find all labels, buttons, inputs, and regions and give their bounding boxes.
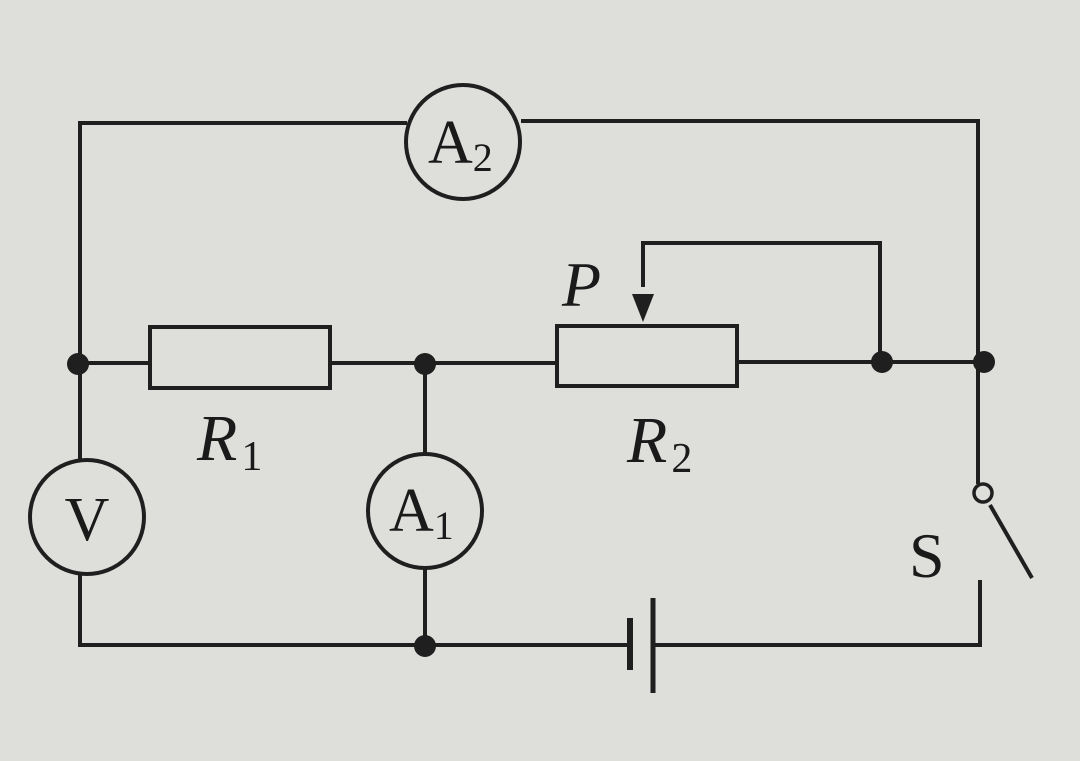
node-slider-end [871, 351, 893, 373]
label-s: S [909, 520, 945, 591]
label-a1-main: A [389, 477, 434, 545]
slider-arrow [632, 294, 654, 322]
switch-contact [972, 482, 994, 504]
switch-s [972, 482, 1034, 579]
node-left-mid [67, 353, 89, 375]
battery [627, 598, 656, 693]
label-a2-main: A [428, 109, 473, 177]
label-r2: R2 [626, 404, 692, 482]
wire-slider [641, 241, 882, 364]
label-v: V [65, 486, 110, 554]
wires [78, 119, 986, 647]
ammeter-a2-circle [404, 83, 522, 201]
switch-lever [988, 504, 1034, 579]
label-a1: A1 [389, 477, 454, 548]
node-center-mid [414, 353, 436, 375]
label-a2-sub: 2 [473, 135, 493, 180]
resistor-r1 [148, 325, 332, 390]
label-p: P [561, 249, 601, 320]
ammeter-a1-circle [366, 452, 484, 570]
label-r1-sub: 1 [241, 434, 262, 480]
rheostat-r2 [555, 324, 739, 388]
label-a2: A2 [428, 109, 493, 180]
junctions [67, 351, 995, 657]
node-right-mid [973, 351, 995, 373]
label-r2-main: R [626, 404, 667, 477]
label-r1-main: R [196, 402, 237, 475]
voltmeter-v-circle [28, 458, 146, 576]
label-r1: R1 [196, 402, 262, 480]
label-a1-sub: 1 [434, 503, 454, 548]
label-r2-sub: 2 [671, 436, 692, 482]
node-bottom-center [414, 635, 436, 657]
